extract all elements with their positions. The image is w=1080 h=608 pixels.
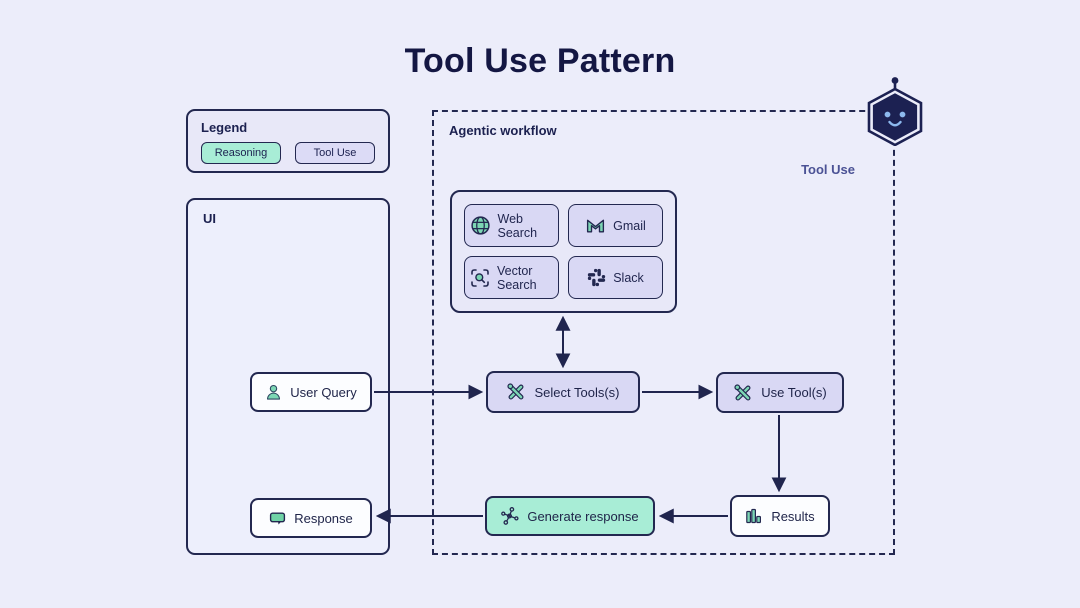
tool-slack: Slack bbox=[568, 256, 663, 299]
slack-icon bbox=[588, 268, 606, 287]
tool-label: Gmail bbox=[613, 218, 646, 233]
response-node: Response bbox=[250, 498, 372, 538]
crossed-tools-icon bbox=[507, 383, 524, 400]
tool-gmail: Gmail bbox=[568, 204, 663, 247]
generate-response-node: Generate response bbox=[485, 496, 655, 536]
bar-chart-icon bbox=[746, 508, 762, 524]
speech-bubble-icon bbox=[270, 511, 286, 524]
tool-vector-search: Vector Search bbox=[464, 256, 559, 299]
node-label: Use Tool(s) bbox=[761, 385, 827, 400]
crossed-tools-icon bbox=[734, 383, 751, 400]
globe-icon bbox=[470, 216, 490, 235]
gmail-icon bbox=[587, 219, 605, 233]
tool-label: Slack bbox=[613, 270, 644, 285]
tool-label: Vector Search bbox=[497, 263, 537, 292]
user-icon bbox=[267, 384, 281, 400]
user-query-node: User Query bbox=[250, 372, 372, 412]
agentic-workflow-region: Agentic workflow Tool Use bbox=[432, 110, 895, 555]
node-label: Select Tools(s) bbox=[534, 384, 620, 400]
network-icon bbox=[501, 507, 519, 525]
legend-reasoning-pill: Reasoning bbox=[201, 142, 281, 164]
legend-box: Legend Reasoning Tool Use bbox=[186, 109, 390, 173]
node-label: User Query bbox=[290, 384, 357, 400]
results-node: Results bbox=[730, 495, 830, 537]
node-label: Results bbox=[771, 508, 815, 524]
select-tools-node: Select Tools(s) bbox=[486, 371, 640, 413]
use-tools-node: Use Tool(s) bbox=[716, 372, 844, 413]
page-title: Tool Use Pattern bbox=[404, 42, 676, 80]
agentic-workflow-label: Agentic workflow bbox=[449, 123, 557, 138]
vector-search-icon bbox=[471, 268, 489, 287]
ui-panel-label: UI bbox=[203, 211, 216, 226]
legend-title: Legend bbox=[201, 120, 248, 135]
legend-tool-use-pill: Tool Use bbox=[295, 142, 375, 164]
legend-items: Reasoning Tool Use bbox=[201, 142, 375, 164]
tools-grid: Web Search Gmail Vector Search bbox=[450, 190, 677, 313]
node-label: Response bbox=[294, 510, 353, 526]
robot-icon bbox=[867, 77, 923, 146]
tool-web-search: Web Search bbox=[464, 204, 559, 247]
tool-use-annotation: Tool Use bbox=[801, 162, 855, 177]
tool-label: Web Search bbox=[497, 211, 538, 240]
node-label: Generate response bbox=[527, 508, 639, 524]
